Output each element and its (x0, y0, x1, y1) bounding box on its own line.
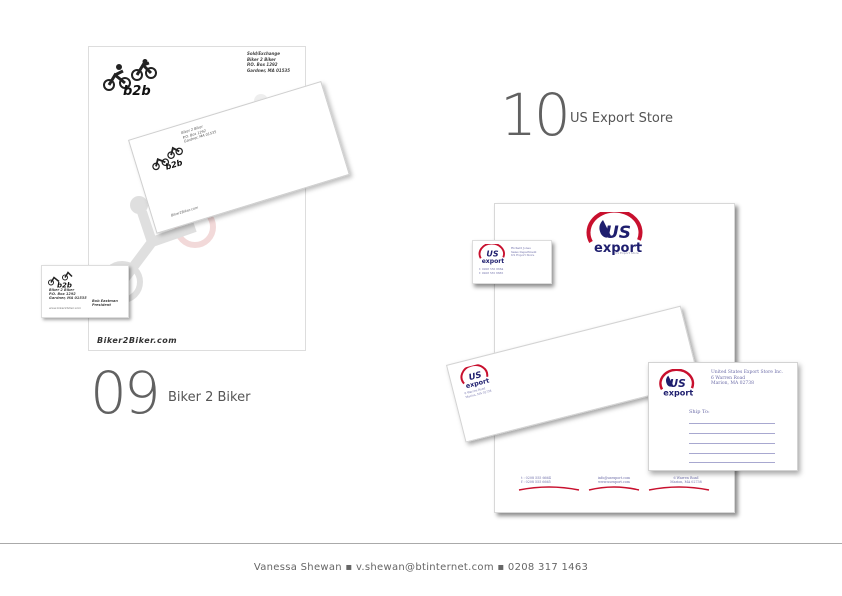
project-number-09: 09 (90, 359, 161, 427)
ship-to-label: Ship To: (689, 409, 710, 415)
envelope-footer: Biker2Biker.com (170, 205, 199, 218)
us-export-logo-icon: US export (659, 369, 695, 398)
us-export-envelope: US export 6 Warren Road Marion, MA 02738 (446, 305, 701, 443)
address-line (689, 433, 775, 434)
footer-divider (0, 543, 842, 544)
us-export-logo-icon: US export (586, 212, 643, 256)
b2b-logo-icon: b2b (48, 271, 73, 290)
us-export-logo-icon: US export (460, 364, 490, 390)
footer-phone: t : 0208 555 6664 f : 0208 555 6665 (521, 476, 551, 485)
footer-address: 6 Warren Road Marion, MA 02738 (670, 476, 702, 485)
card-name: Bob Eastman President (92, 299, 118, 308)
address-line (689, 453, 775, 454)
letterhead-footer-swooshes (518, 486, 710, 491)
card-address: Biker 2 Biker P.O. Box 1292 Gardner, MA … (49, 288, 87, 301)
footer-email: info@usexport.com www.usexport.com (597, 476, 631, 485)
us-export-shipping-label: US export United States Export Store Inc… (648, 362, 798, 471)
svg-text:b2b: b2b (57, 282, 72, 290)
svg-text:US: US (605, 223, 631, 243)
b2b-logo-icon: b2b (152, 146, 184, 172)
card-url: www.biker2biker.com (49, 306, 82, 310)
address-line (689, 462, 775, 463)
address-line (689, 443, 775, 444)
b2b-envelope: b2b Biker 2 Biker P.O. Box 1292 Gardner,… (128, 80, 350, 234)
svg-text:export: export (663, 388, 693, 398)
svg-text:US: US (670, 377, 687, 390)
svg-text:US: US (486, 249, 498, 258)
label-sender-address: United States Export Store Inc. 6 Warren… (711, 370, 783, 387)
card-contact: t: 0208 555 6664 f: 0208 555 6665 (479, 267, 504, 275)
letterhead-url: Biker2Biker.com (97, 336, 178, 345)
contact-footer: Vanessa Shewan ▪ v.shewan@btinternet.com… (253, 562, 589, 573)
project-title-10: US Export Store (570, 111, 673, 126)
b2b-logo-icon: b2b (103, 59, 157, 97)
address-line (689, 423, 775, 424)
us-export-logo-icon: US export (478, 244, 505, 265)
envelope-return-address: Biker 2 Biker P.O. Box 1292 Gardner, MA … (180, 124, 217, 144)
letterhead-footer: t : 0208 555 6664 f : 0208 555 6665 info… (509, 476, 719, 506)
us-export-business-card: US export Richard Jones Sales Department… (472, 240, 552, 284)
project-number-10: 10 (500, 81, 571, 149)
b2b-business-card: b2b Biker 2 Biker P.O. Box 1292 Gardner,… (41, 265, 129, 318)
svg-text:export: export (482, 258, 505, 265)
letterhead-tagline: US Export Store (615, 251, 639, 255)
card-info: Richard Jones Sales Department US Export… (511, 246, 537, 258)
project-title-09: Biker 2 Biker (168, 390, 251, 405)
svg-text:export: export (594, 241, 642, 256)
svg-text:US: US (468, 370, 483, 383)
svg-text:b2b: b2b (123, 84, 151, 97)
letterhead-address: Sold/Exchange Biker 2 Biker P.O. Box 129… (247, 51, 291, 73)
